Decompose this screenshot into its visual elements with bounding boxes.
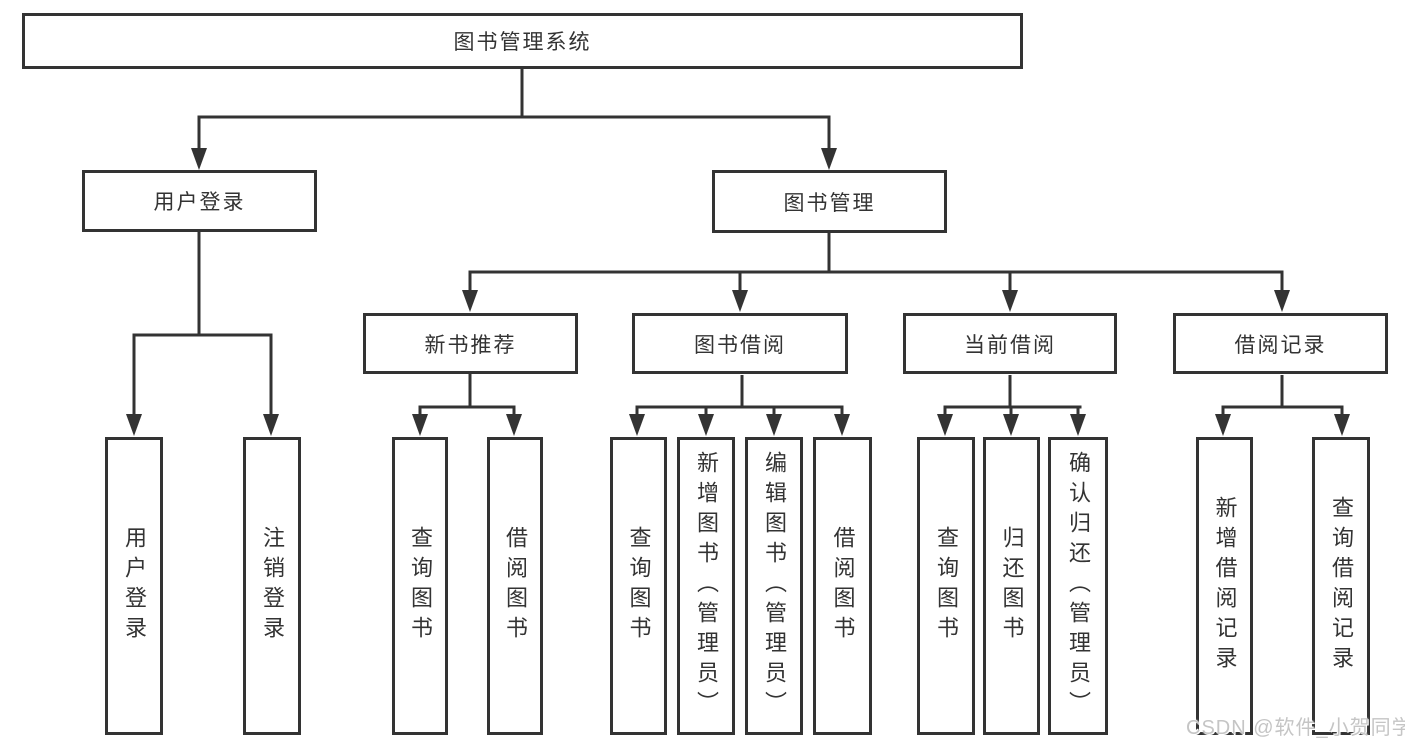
node-borrow-record-label: 借阅记录 [1234,333,1327,357]
node-leaf-borrow-add-book: 新增图书（管理员） [677,437,735,735]
node-leaf-current-return-book: 归还图书 [983,437,1040,735]
node-book-management-label: 图书管理 [783,191,876,215]
node-leaf-logout: 注销登录 [243,437,301,735]
leaf-label: 编辑图书（管理员） [762,451,787,721]
node-book-management: 图书管理 [712,170,947,233]
arrowheads [126,148,1350,436]
leaf-label: 查询借阅记录 [1329,496,1354,676]
leaf-label: 查询图书 [626,526,652,646]
leaf-label: 归还图书 [999,526,1025,646]
node-book-borrow: 图书借阅 [632,313,848,374]
leaf-label: 确认归还（管理员） [1066,451,1091,721]
leaf-label: 新增借阅记录 [1212,496,1238,676]
connector-user-login-children [132,232,273,416]
connector-book-management-children [468,233,1284,292]
node-borrow-record: 借阅记录 [1173,313,1388,374]
leaf-label: 借阅图书 [503,526,528,646]
leaf-label: 借阅图书 [830,526,856,646]
node-book-borrow-label: 图书借阅 [694,333,786,357]
connector-root-to-level2 [197,69,831,150]
node-leaf-current-query-book: 查询图书 [917,437,975,735]
connector-recommend-children [418,374,516,416]
node-current-borrow: 当前借阅 [903,313,1117,374]
node-leaf-record-query: 查询借阅记录 [1312,437,1370,735]
csdn-watermark: CSDN @软件_小贺同学 [1186,717,1405,739]
node-new-book-recommend-label: 新书推荐 [424,333,517,357]
leaf-label: 查询图书 [934,526,959,646]
node-leaf-borrow-query-book: 查询图书 [610,437,667,735]
node-leaf-current-confirm-return: 确认归还（管理员） [1048,437,1108,735]
node-leaf-record-add: 新增借阅记录 [1196,437,1253,735]
leaf-label: 注销登录 [260,526,285,646]
connector-record-children [1221,375,1344,416]
node-leaf-borrow-edit-book: 编辑图书（管理员） [745,437,803,735]
leaf-label: 新增图书（管理员） [694,451,719,721]
node-leaf-recommend-query-book: 查询图书 [392,437,448,735]
node-user-login-label: 用户登录 [153,191,246,214]
leaf-label: 查询图书 [408,526,433,646]
node-leaf-borrow-borrow-book: 借阅图书 [813,437,872,735]
connector-current-children [943,375,1082,416]
node-root-label: 图书管理系统 [453,31,592,54]
node-user-login: 用户登录 [82,170,317,232]
node-new-book-recommend: 新书推荐 [363,313,578,374]
connector-borrow-children [635,375,844,416]
node-leaf-recommend-borrow-book: 借阅图书 [487,437,543,735]
node-root: 图书管理系统 [22,13,1023,69]
node-current-borrow-label: 当前借阅 [964,333,1056,357]
node-leaf-login: 用户登录 [105,437,163,735]
leaf-label: 用户登录 [122,526,147,646]
